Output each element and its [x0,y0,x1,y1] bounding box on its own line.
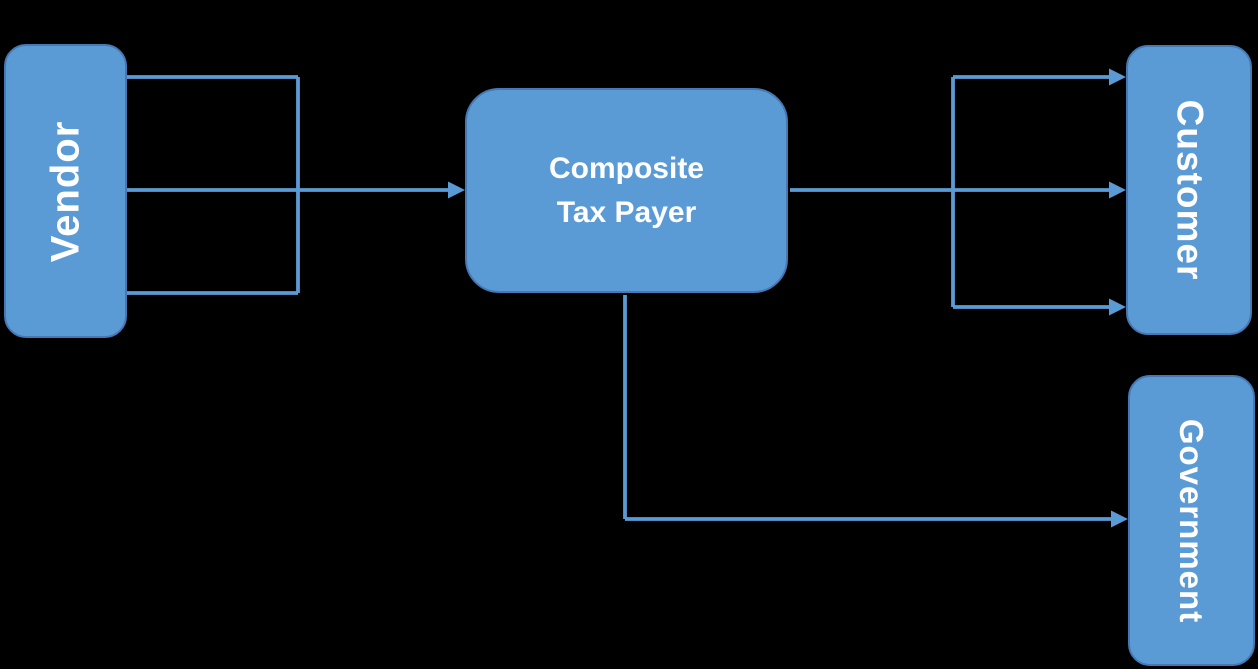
node-composite-tax-payer: Composite Tax Payer [465,88,788,293]
node-government: Government [1128,375,1255,666]
node-customer: Customer [1126,45,1252,335]
vendor-label: Vendor [43,120,87,262]
connector-taxpayer-to-government [623,295,1128,528]
connector-taxpayer-to-customer [790,68,1126,316]
taxpayer-label-line-2: Tax Payer [556,195,697,229]
connector-vendor-to-taxpayer [126,75,465,295]
taxpayer-label-line-1: Composite [548,151,704,185]
customer-label: Customer [1169,99,1211,281]
node-vendor: Vendor [4,44,127,338]
government-label: Government [1173,418,1211,623]
